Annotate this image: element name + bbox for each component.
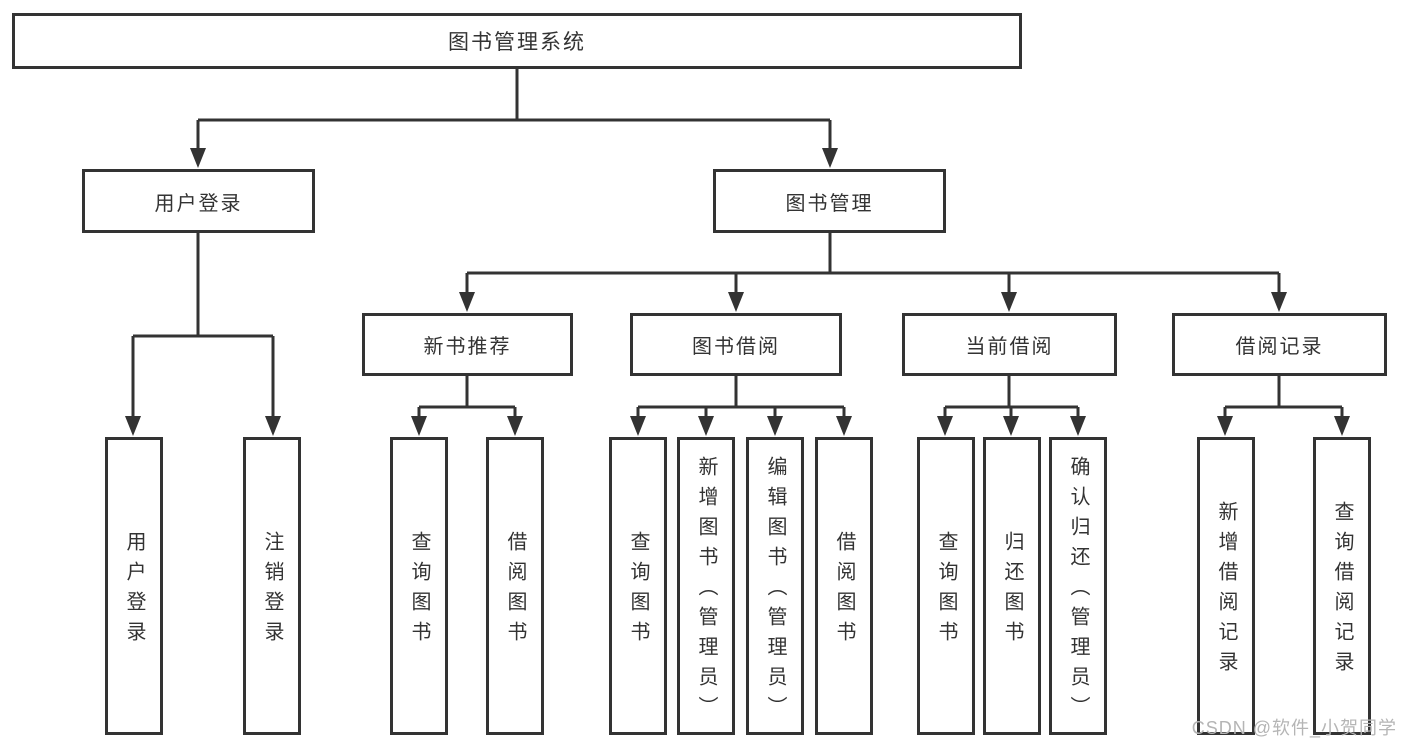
node-book-borrow: 图书借阅	[630, 313, 842, 376]
node-library-system: 图书管理系统	[12, 13, 1022, 69]
leaf-confirm-return-admin: 确认归还（管理员）	[1049, 437, 1107, 735]
leaf-logout: 注销登录	[243, 437, 301, 735]
leaf-query-borrow-record-label: 查询借阅记录	[1331, 501, 1353, 681]
leaf-edit-book-admin: 编辑图书（管理员）	[746, 437, 804, 735]
node-new-book-recommend-label: 新书推荐	[423, 336, 512, 358]
leaf-borrow-books-recommend-label: 借阅图书	[504, 531, 526, 651]
leaf-query-books-recommend: 查询图书	[390, 437, 448, 735]
leaf-query-books-borrow-label: 查询图书	[627, 531, 649, 651]
leaf-edit-book-admin-label: 编辑图书（管理员）	[764, 456, 786, 726]
leaf-return-book-label: 归还图书	[1001, 531, 1023, 651]
leaf-borrow-books: 借阅图书	[815, 437, 873, 735]
node-user-login: 用户登录	[82, 169, 315, 233]
node-current-borrow: 当前借阅	[902, 313, 1117, 376]
leaf-add-borrow-record-label: 新增借阅记录	[1215, 501, 1237, 681]
leaf-user-login-label: 用户登录	[123, 531, 145, 651]
leaf-add-borrow-record: 新增借阅记录	[1197, 437, 1255, 735]
leaf-add-book-admin-label: 新增图书（管理员）	[695, 456, 717, 726]
leaf-return-book: 归还图书	[983, 437, 1041, 735]
leaf-query-books-current-label: 查询图书	[935, 531, 957, 651]
leaf-query-borrow-record: 查询借阅记录	[1313, 437, 1371, 735]
leaf-query-books-borrow: 查询图书	[609, 437, 667, 735]
csdn-watermark: CSDN @软件_小贺同学	[1191, 718, 1397, 738]
leaf-confirm-return-admin-label: 确认归还（管理员）	[1067, 456, 1089, 726]
node-library-system-label: 图书管理系统	[448, 31, 586, 54]
node-book-borrow-label: 图书借阅	[692, 336, 780, 358]
node-borrow-records: 借阅记录	[1172, 313, 1387, 376]
leaf-query-books-recommend-label: 查询图书	[408, 531, 430, 651]
leaf-add-book-admin: 新增图书（管理员）	[677, 437, 735, 735]
node-book-management: 图书管理	[713, 169, 946, 233]
leaf-user-login: 用户登录	[105, 437, 163, 735]
node-current-borrow-label: 当前借阅	[965, 336, 1054, 358]
leaf-borrow-books-label: 借阅图书	[833, 531, 855, 651]
leaf-query-books-current: 查询图书	[917, 437, 975, 735]
arrowhead-icons	[125, 148, 1350, 436]
node-user-login-label: 用户登录	[154, 192, 243, 215]
node-new-book-recommend: 新书推荐	[362, 313, 573, 376]
node-borrow-records-label: 借阅记录	[1235, 336, 1324, 358]
leaf-logout-label: 注销登录	[261, 531, 283, 651]
node-book-management-label: 图书管理	[785, 192, 874, 215]
leaf-borrow-books-recommend: 借阅图书	[486, 437, 544, 735]
